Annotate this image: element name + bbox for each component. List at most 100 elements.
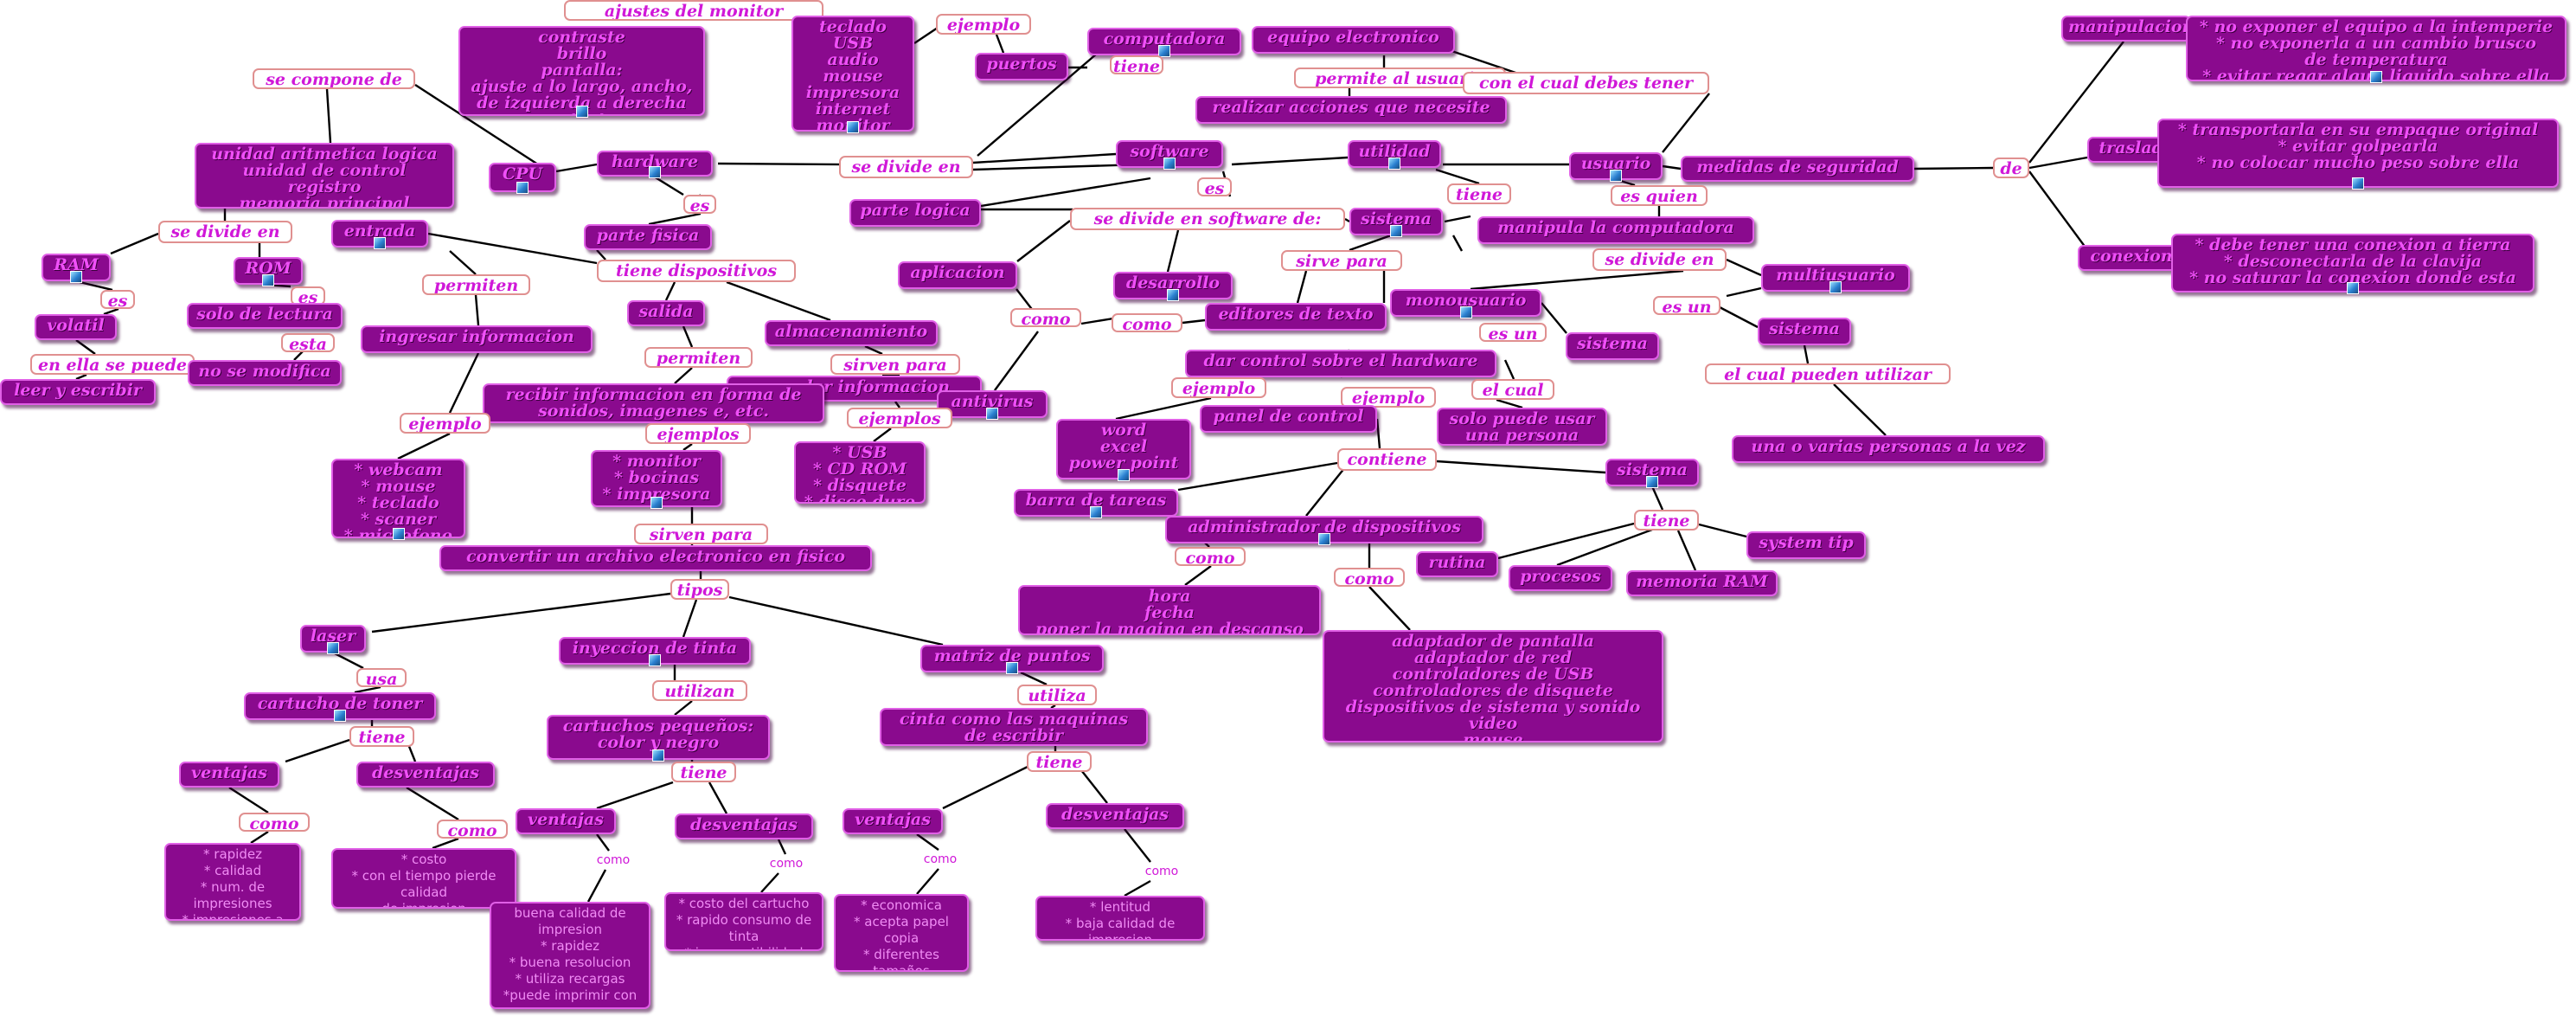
- attachment-icon[interactable]: [575, 106, 588, 118]
- attachment-icon[interactable]: [1118, 469, 1130, 481]
- link-label-conel[interactable]: con el cual debes tener: [1463, 72, 1709, 94]
- link-label-ejemplo1[interactable]: ejemplo: [936, 14, 1031, 35]
- link-label-utiliza[interactable]: utiliza: [1017, 685, 1097, 705]
- concept-node-recibir[interactable]: recibir informacion en forma de sonidos,…: [483, 383, 824, 423]
- concept-node-equipo[interactable]: equipo electronico: [1252, 26, 1455, 54]
- attachment-icon[interactable]: [986, 408, 998, 420]
- link-label-es3[interactable]: es: [100, 290, 135, 309]
- attachment-icon[interactable]: [1006, 662, 1018, 674]
- concept-node-procesos[interactable]: procesos: [1509, 565, 1612, 591]
- link-label-esun2[interactable]: es un: [1653, 296, 1721, 315]
- link-label-permiten1[interactable]: permiten: [422, 274, 530, 295]
- link-label-sedivideSW[interactable]: se divide en software de:: [1070, 208, 1345, 230]
- attachment-icon[interactable]: [70, 271, 82, 283]
- concept-node-rapidez1[interactable]: * rapidez * calidad * num. de impresione…: [164, 843, 301, 921]
- concept-node-monitor[interactable]: * monitor * bocinas * impresora: [591, 450, 722, 507]
- concept-node-contraste[interactable]: contraste brillo pantalla: ajuste a lo l…: [458, 26, 705, 116]
- link-label-tiene2[interactable]: tiene: [1447, 183, 1511, 204]
- concept-node-convertir[interactable]: convertir un archivo electronico en fisi…: [439, 545, 872, 571]
- concept-node-hora[interactable]: hora fecha poner la magina en descanso: [1018, 585, 1321, 635]
- concept-node-desv3[interactable]: desventajas: [1046, 803, 1184, 829]
- attachment-icon[interactable]: [1158, 45, 1170, 57]
- concept-node-panel[interactable]: panel de control: [1200, 405, 1377, 433]
- link-label-sedivide2[interactable]: se divide en: [158, 221, 292, 243]
- link-label-es1[interactable]: es: [1197, 177, 1232, 196]
- link-label-de[interactable]: de: [1993, 158, 2029, 178]
- concept-node-conexion[interactable]: conexion: [2078, 245, 2185, 271]
- attachment-icon[interactable]: [1167, 289, 1179, 301]
- attachment-icon[interactable]: [392, 528, 405, 540]
- concept-node-unaovarias[interactable]: una o varias personas a la vez: [1732, 435, 2045, 463]
- link-label-ejemplos2[interactable]: ejemplos: [645, 423, 751, 444]
- link-label-ejemplo4[interactable]: ejemplo: [1341, 387, 1436, 408]
- link-label-esta[interactable]: esta: [281, 333, 335, 352]
- attachment-icon[interactable]: [1090, 506, 1102, 518]
- concept-node-adaptador[interactable]: adaptador de pantalla adaptador de red c…: [1323, 630, 1663, 743]
- link-label-como2[interactable]: como: [437, 820, 508, 839]
- attachment-icon[interactable]: [262, 274, 274, 286]
- link-label-como6[interactable]: como: [1144, 865, 1179, 878]
- concept-node-aplicacion[interactable]: aplicacion: [898, 261, 1017, 289]
- link-label-tipos[interactable]: tipos: [670, 579, 729, 600]
- link-label-como8[interactable]: como: [1112, 313, 1182, 332]
- link-label-sedivide1[interactable]: se divide en: [839, 156, 973, 178]
- concept-node-parteFis[interactable]: parte fisica: [584, 224, 712, 250]
- concept-node-almac[interactable]: almacenamiento: [765, 320, 938, 346]
- concept-node-ingresar[interactable]: ingresar informacion: [361, 325, 593, 353]
- attachment-icon[interactable]: [2370, 71, 2382, 83]
- link-label-esun1[interactable]: es un: [1479, 323, 1547, 342]
- link-label-tiene5[interactable]: tiene: [1027, 751, 1092, 772]
- concept-node-solouno[interactable]: solo puede usar una persona: [1437, 408, 1607, 446]
- concept-node-transport[interactable]: * transportarla en su empaque original *…: [2157, 119, 2559, 188]
- attachment-icon[interactable]: [1610, 170, 1622, 182]
- link-label-sirvenpara1[interactable]: sirven para: [830, 354, 960, 375]
- concept-node-puertos[interactable]: puertos: [975, 53, 1068, 80]
- attachment-icon[interactable]: [374, 237, 386, 249]
- concept-node-manipul[interactable]: manipulacion: [2061, 16, 2191, 42]
- attachment-icon[interactable]: [327, 642, 339, 654]
- concept-node-costo1[interactable]: * costo * con el tiempo pierde calidad d…: [331, 848, 516, 909]
- concept-node-vent1[interactable]: ventajas: [179, 762, 279, 788]
- concept-node-buenacal[interactable]: buena calidad de impresion * rapidez * b…: [490, 902, 650, 1009]
- concept-node-volatil[interactable]: volatil: [35, 314, 117, 340]
- concept-node-desv1[interactable]: desventajas: [356, 762, 495, 788]
- link-label-como7[interactable]: como: [1010, 308, 1081, 327]
- concept-node-cartpeq[interactable]: cartuchos pequeños: color y negro: [547, 715, 770, 760]
- concept-node-matriz[interactable]: matriz de puntos: [920, 645, 1104, 672]
- concept-node-sistema3[interactable]: sistema: [1758, 318, 1851, 345]
- link-label-enella[interactable]: en ella se puede: [30, 354, 195, 375]
- concept-node-salida[interactable]: salida: [627, 300, 705, 326]
- link-label-permiten2[interactable]: permiten: [644, 347, 753, 368]
- concept-node-soloLect[interactable]: solo de lectura: [187, 303, 343, 329]
- concept-node-teclado[interactable]: teclado USB audio mouse impresora intern…: [791, 16, 914, 132]
- attachment-icon[interactable]: [1388, 158, 1400, 170]
- link-label-tiene3[interactable]: tiene: [349, 726, 414, 747]
- link-label-como10[interactable]: como: [1334, 568, 1405, 587]
- link-label-tiene4[interactable]: tiene: [671, 762, 736, 782]
- attachment-icon[interactable]: [1829, 281, 1842, 293]
- link-label-como1[interactable]: como: [239, 813, 310, 832]
- concept-node-manipula[interactable]: manipula la computadora: [1477, 216, 1754, 244]
- link-label-tieneDisp[interactable]: tiene dispositivos: [597, 260, 796, 282]
- concept-node-usb[interactable]: * USB * CD ROM * disquete * disco duro: [794, 441, 926, 504]
- concept-node-word[interactable]: word excel power point: [1056, 419, 1191, 479]
- concept-node-unidad[interactable]: unidad aritmetica logica unidad de contr…: [195, 143, 454, 209]
- link-label-ejemplo3[interactable]: ejemplo: [1171, 377, 1266, 398]
- link-label-tiene1[interactable]: tiene: [1110, 55, 1163, 74]
- link-label-elcualpueden[interactable]: el cual pueden utilizar: [1705, 363, 1951, 384]
- concept-node-medidas[interactable]: medidas de seguridad: [1681, 156, 1914, 182]
- attachment-icon[interactable]: [2347, 282, 2359, 294]
- concept-node-webcam[interactable]: * webcam * mouse * teclado * scaner * mi…: [331, 459, 465, 538]
- concept-node-vent3[interactable]: ventajas: [843, 808, 943, 834]
- concept-node-systemtip[interactable]: system tip: [1746, 531, 1866, 559]
- link-label-como5[interactable]: como: [923, 852, 958, 866]
- concept-node-memram[interactable]: memoria RAM: [1626, 570, 1778, 596]
- attachment-icon[interactable]: [1390, 225, 1402, 237]
- attachment-icon[interactable]: [1459, 306, 1472, 318]
- concept-node-rutina[interactable]: rutina: [1416, 551, 1498, 577]
- concept-node-costocart[interactable]: * costo del cartucho * rapido consumo de…: [664, 892, 823, 951]
- concept-node-editores[interactable]: editores de texto: [1205, 303, 1387, 331]
- attachment-icon[interactable]: [516, 182, 529, 194]
- link-label-sedivide3[interactable]: se divide en: [1592, 248, 1727, 271]
- link-label-elcual[interactable]: el cual: [1471, 379, 1554, 400]
